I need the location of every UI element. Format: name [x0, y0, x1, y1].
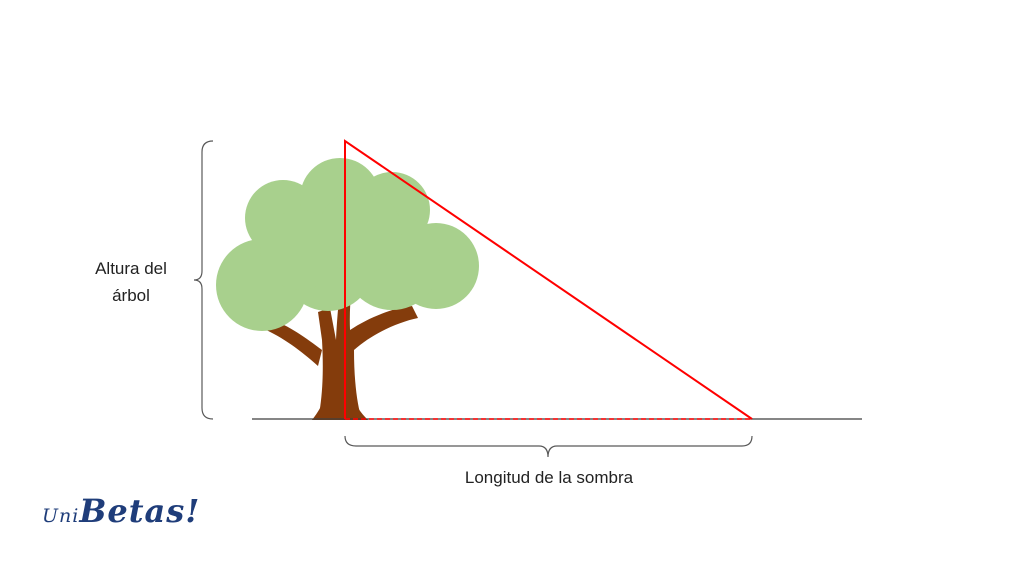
height-brace — [193, 140, 214, 420]
tree-height-label: Altura del árbol — [70, 255, 192, 309]
tree-foliage — [216, 158, 479, 331]
logo-main: Betas! — [79, 492, 201, 530]
tree-icon — [216, 158, 479, 420]
shadow-length-label: Longitud de la sombra — [464, 468, 634, 487]
unibetas-logo: UniBetas! — [42, 492, 200, 530]
tree-height-label-line1: Altura del — [95, 259, 167, 278]
tree-height-label-line2: árbol — [112, 286, 150, 305]
triangle-outline — [344, 139, 753, 420]
shadow-brace — [344, 435, 753, 458]
logo-prefix: Uni — [42, 505, 80, 527]
